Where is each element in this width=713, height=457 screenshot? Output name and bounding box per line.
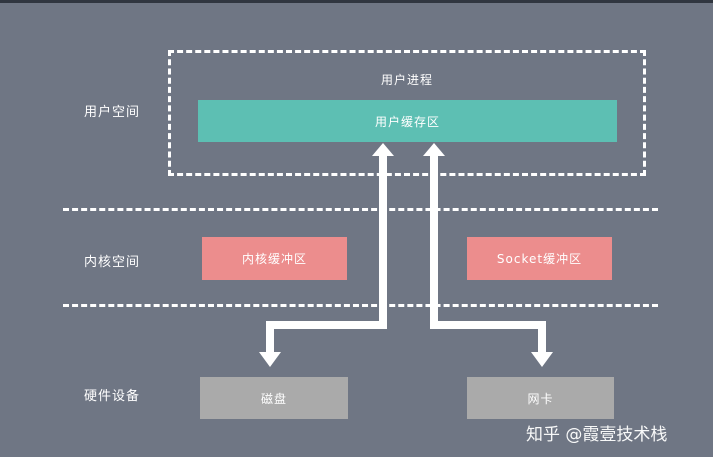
zhihu-watermark: 知乎 @霞壹技术栈 — [526, 425, 668, 445]
user-kernel-divider — [63, 208, 658, 211]
socket-buffer-label: Socket缓冲区 — [496, 252, 583, 266]
user-buffer-label: 用户缓存区 — [374, 114, 440, 129]
user-buffer-box: 用户缓存区 — [198, 100, 617, 142]
socket-buffer-box: Socket缓冲区 — [467, 237, 612, 280]
kernel-space-label: 内核空间 — [84, 255, 141, 270]
user-space-label: 用户空间 — [84, 105, 141, 120]
nic-box: 网卡 — [467, 377, 614, 419]
kernel-hardware-divider — [63, 304, 658, 307]
arrow-head-down-nic — [531, 352, 553, 367]
nic-label: 网卡 — [527, 391, 554, 406]
kernel-buffer-label: 内核缓冲区 — [241, 252, 307, 266]
hardware-label: 硬件设备 — [84, 389, 141, 404]
kernel-buffer-box: 内核缓冲区 — [202, 237, 347, 280]
user-process-boundary — [168, 50, 646, 176]
arrow-head-down-disk — [259, 352, 281, 367]
top-dark-strip — [0, 0, 713, 3]
user-process-title: 用户进程 — [380, 73, 433, 87]
disk-box: 磁盘 — [200, 377, 348, 419]
disk-label: 磁盘 — [260, 391, 287, 406]
